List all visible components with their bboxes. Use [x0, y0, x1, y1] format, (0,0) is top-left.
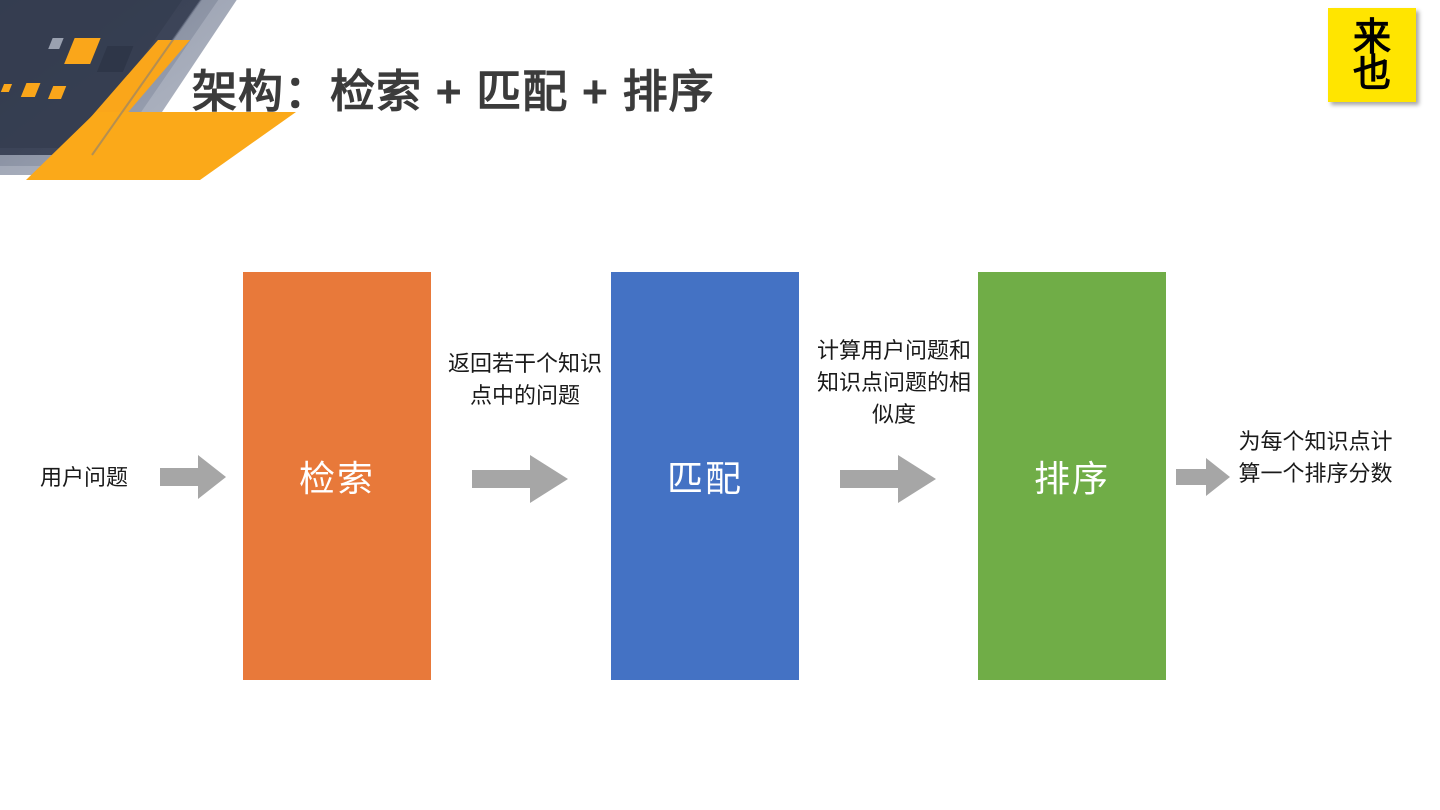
arrow-input-to-retrieval [160, 455, 226, 499]
stage-box-match[interactable]: 匹配 [611, 272, 799, 680]
stage-label-match: 匹配 [666, 458, 743, 499]
logo-char-line2: 也 [1352, 51, 1391, 95]
diagram-caption-retrieval-to-match: 返回若干个知识点中的问题 [447, 351, 602, 408]
diagram-caption-output: 为每个知识点计算一个排序分数 [1238, 429, 1393, 486]
stage-label-retrieval: 检索 [298, 458, 375, 499]
diagram-caption-match-to-rank: 计算用户问题和知识点问题的相似度 [816, 338, 971, 427]
page-title: 架构：检索 + 匹配 + 排序 [192, 66, 715, 117]
laiye-logo: 来 也 [1328, 8, 1416, 102]
arrow-rank-to-output [1176, 458, 1230, 496]
logo-char-line1: 来 [1352, 14, 1391, 59]
diagram-input-label: 用户问题 [40, 465, 129, 490]
stage-box-retrieval[interactable]: 检索 [243, 272, 431, 680]
stage-box-rank[interactable]: 排序 [978, 272, 1166, 680]
stage-label-rank: 排序 [1033, 458, 1110, 499]
arrow-retrieval-to-match [472, 455, 568, 503]
arrow-match-to-rank [840, 455, 936, 503]
